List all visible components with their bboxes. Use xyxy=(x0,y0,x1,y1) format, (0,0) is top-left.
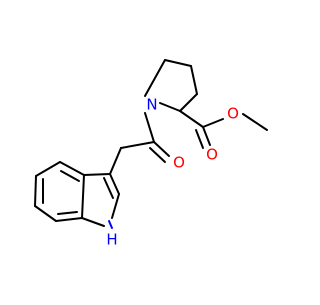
nitrogen-atom-label: N xyxy=(146,96,157,114)
bond-amide-carbon-o-a xyxy=(153,141,170,157)
bond-ester-o-methyl xyxy=(242,113,268,131)
bond-benzene-c4-c5 xyxy=(35,161,61,177)
bond-ester-carbon-carbonyl-o-b xyxy=(195,129,204,149)
bond-benzene-c6-c7 xyxy=(34,205,57,222)
bond-ester-carbon-o xyxy=(202,118,224,128)
bond-indole-c2-n xyxy=(111,193,120,219)
bond-ring-c4-c5 xyxy=(190,65,198,95)
ester-oxygen-label: O xyxy=(227,105,239,123)
bond-benzene-c3a-c4 xyxy=(59,161,85,176)
bond-indole-n-c7a xyxy=(81,217,105,227)
molecule-structure-canvas: N O O O H xyxy=(34,59,268,249)
indole-hydrogen-label: H xyxy=(106,231,117,249)
bond-benzene-c5-c6 xyxy=(34,175,37,207)
bond-c2-ester-carbon xyxy=(179,110,204,128)
bond-ring-c3-c4 xyxy=(164,59,192,67)
molecule-structure: N O O O H xyxy=(34,59,268,249)
bond-ch2-indole-c3 xyxy=(109,147,122,175)
bond-amide-carbon-o-b xyxy=(149,147,166,163)
bond-indole-c3-c2 xyxy=(109,173,120,195)
bond-benzene-c7-c7a xyxy=(55,217,83,222)
bond-ring-c5-c2 xyxy=(179,93,198,112)
bond-benzene-c7-c7a-inner xyxy=(57,211,78,215)
bond-n-amide-carbon xyxy=(144,112,155,143)
bond-indole-c3a-c7a xyxy=(81,174,85,219)
bond-benzene-c3a-c4-inner xyxy=(60,170,80,182)
ester-carbonyl-oxygen-label: O xyxy=(206,146,218,164)
bond-ring-c2-n xyxy=(159,102,181,112)
bond-indole-c3-c3a xyxy=(83,173,111,176)
bond-ester-carbon-carbonyl-o-a xyxy=(202,126,211,146)
bond-indole-c3-c2-inner xyxy=(103,177,114,199)
bond-amide-carbon-ch2 xyxy=(120,141,155,149)
bond-ring-n-c3 xyxy=(144,59,166,97)
amide-oxygen-label: O xyxy=(173,154,185,172)
indole-nitrogen-bond-mark xyxy=(108,220,113,229)
